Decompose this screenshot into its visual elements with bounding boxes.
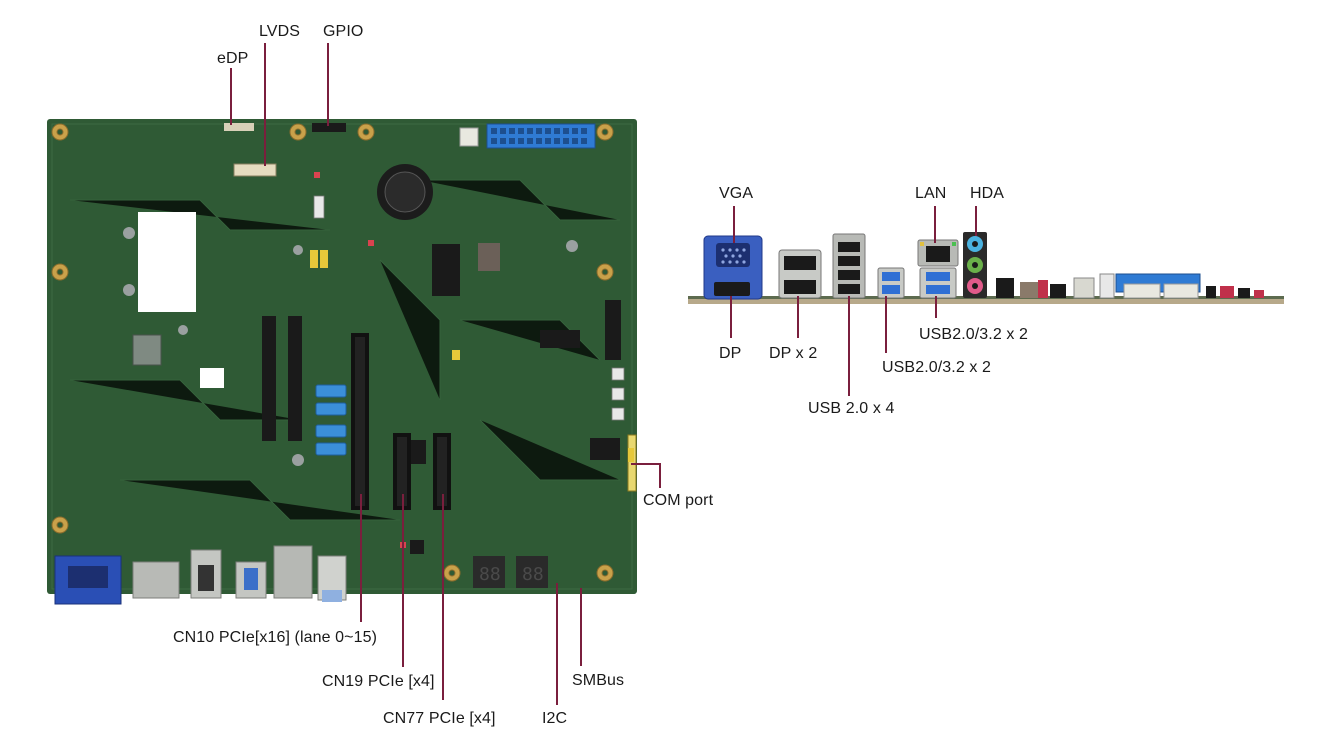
label-dp-x2: DP x 2: [769, 345, 818, 362]
label-com-port: COM port: [643, 492, 714, 509]
label-i2c: I2C: [542, 710, 568, 727]
edge-components: [996, 273, 1264, 299]
pcb-edge: [688, 298, 1284, 304]
label-cn77: CN77 PCIe [x4]: [383, 710, 496, 727]
label-smbus: SMBus: [572, 672, 625, 689]
label-cn10: CN10 PCIe[x16] (lane 0~15): [173, 629, 378, 646]
svg-text:88: 88: [479, 564, 501, 585]
label-usb32-x2-lower: USB2.0/3.2 x 2: [882, 359, 992, 376]
label-lvds: LVDS: [259, 23, 301, 40]
label-lan: LAN: [915, 185, 947, 202]
debug-7seg: 88 88: [473, 556, 548, 588]
label-vga: VGA: [719, 185, 754, 202]
edp-connector: [224, 123, 254, 131]
label-cn19: CN19 PCIe [x4]: [322, 673, 435, 690]
label-hda: HDA: [970, 185, 1005, 202]
label-gpio: GPIO: [323, 23, 364, 40]
board-cutout: [138, 212, 196, 312]
label-dp: DP: [719, 345, 742, 362]
rear-io-side-view: [688, 232, 1284, 304]
gpio-header: [312, 123, 346, 132]
mounting-holes: [51, 123, 614, 582]
lvds-connector: [233, 163, 277, 177]
svg-text:88: 88: [522, 564, 544, 585]
atx-power-connector: [486, 123, 596, 149]
label-usb32-x2-upper: USB2.0/3.2 x 2: [919, 326, 1029, 343]
sata-ports: [315, 384, 347, 456]
leader-lines: [230, 43, 977, 705]
motherboard-top-view: 88 88: [47, 119, 637, 605]
board-rear-io: [54, 545, 347, 605]
label-edp: eDP: [217, 50, 249, 67]
label-usb20-x4: USB 2.0 x 4: [808, 400, 895, 417]
